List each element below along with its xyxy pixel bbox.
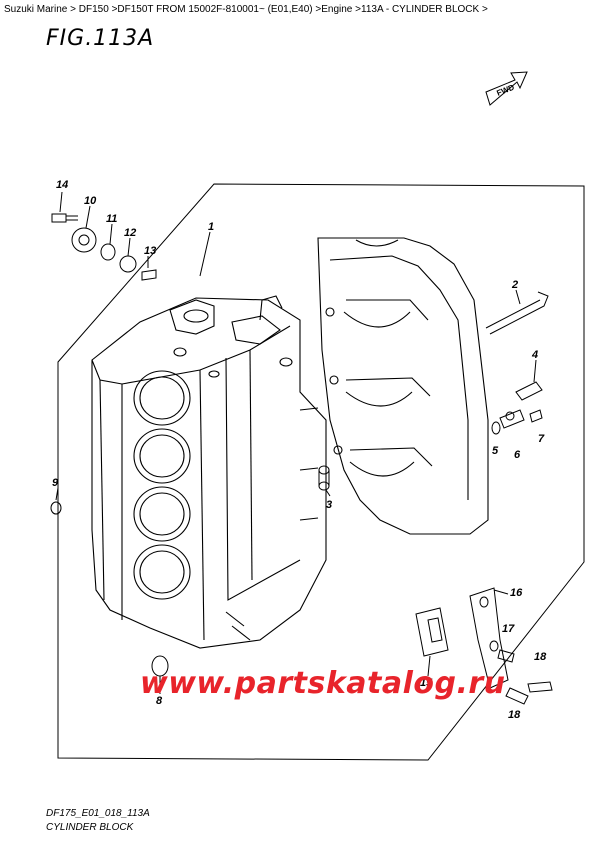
callout-5[interactable]: 5 xyxy=(492,445,499,457)
breadcrumb-separator: > xyxy=(70,4,76,15)
breadcrumb-engine[interactable]: >Engine xyxy=(315,4,353,15)
callout-18a[interactable]: 18 xyxy=(534,651,547,663)
callout-12[interactable]: 12 xyxy=(124,227,136,239)
part-7-bolt xyxy=(529,409,543,423)
breadcrumb-df150[interactable]: DF150 xyxy=(78,4,109,15)
part-9-plug xyxy=(50,501,62,515)
part-16-bracket xyxy=(469,587,509,689)
callout-10[interactable]: 10 xyxy=(84,195,97,207)
breadcrumb: Suzuki Marine > DF150 >DF150T FROM 15002… xyxy=(4,4,488,15)
callout-14[interactable]: 14 xyxy=(56,179,68,191)
watermark: www.partskatalog.ru xyxy=(140,666,506,701)
breadcrumb-model[interactable]: >DF150T FROM 15002F-810001~ (E01,E40) xyxy=(111,4,313,15)
callout-16[interactable]: 16 xyxy=(510,587,523,599)
leader-line-15 xyxy=(427,655,431,677)
figure-code: DF175_E01_018_113A xyxy=(46,808,150,819)
leader-line-1 xyxy=(199,231,211,277)
leader-line-4 xyxy=(533,359,537,383)
callout-3[interactable]: 3 xyxy=(326,499,332,511)
callout-11[interactable]: 11 xyxy=(106,213,117,225)
callout-13[interactable]: 13 xyxy=(144,245,156,257)
part-2-bolt xyxy=(485,291,549,335)
leader-line-14 xyxy=(59,191,63,213)
callout-18b[interactable]: 18 xyxy=(508,709,521,721)
callout-9[interactable]: 9 xyxy=(52,477,59,489)
cylinder-block xyxy=(91,295,327,649)
callout-labels: 1 2 3 4 5 6 7 8 9 10 11 12 13 14 15 16 1… xyxy=(52,179,547,721)
figure-name: CYLINDER BLOCK xyxy=(46,822,134,833)
leader-line-12 xyxy=(127,237,131,257)
part-12-cap xyxy=(119,255,137,273)
callout-2[interactable]: 2 xyxy=(511,279,518,291)
part-18-bolt-b xyxy=(505,687,529,705)
breadcrumb-suzuki-marine[interactable]: Suzuki Marine xyxy=(4,4,68,15)
part-11-oring xyxy=(100,243,116,261)
callout-17[interactable]: 17 xyxy=(502,623,515,635)
callout-1[interactable]: 1 xyxy=(208,221,214,233)
part-17-bolt xyxy=(497,649,515,663)
leader-line-2 xyxy=(515,289,521,305)
part-4-bolt xyxy=(515,381,543,401)
breadcrumb-current: >113A - CYLINDER BLOCK > xyxy=(355,4,488,15)
fwd-arrow-icon xyxy=(485,71,528,106)
part-3-dowel xyxy=(318,465,330,491)
part-10-plug xyxy=(71,227,97,253)
part-6-fitting xyxy=(499,409,525,429)
part-5-oring xyxy=(491,421,501,435)
part-13-bolt xyxy=(141,269,157,281)
fwd-label: FWD xyxy=(495,83,515,98)
leader-line-11 xyxy=(109,223,113,245)
figure-title: FIG.113A xyxy=(46,26,155,51)
part-15-bracket xyxy=(415,607,449,657)
callout-8[interactable]: 8 xyxy=(156,695,163,707)
callout-7[interactable]: 7 xyxy=(538,433,545,445)
callout-6[interactable]: 6 xyxy=(514,449,521,461)
leader-line-3 xyxy=(325,489,331,497)
callout-4[interactable]: 4 xyxy=(531,349,538,361)
callout-15[interactable]: 15 xyxy=(420,677,433,689)
leader-line-9 xyxy=(55,487,59,501)
leader-line-16 xyxy=(493,589,509,595)
leader-line-10 xyxy=(85,205,91,229)
diagram-frame xyxy=(57,183,585,761)
part-14-bolt xyxy=(51,213,78,223)
crankcase xyxy=(317,237,489,535)
part-18-bolt-a xyxy=(527,681,553,693)
